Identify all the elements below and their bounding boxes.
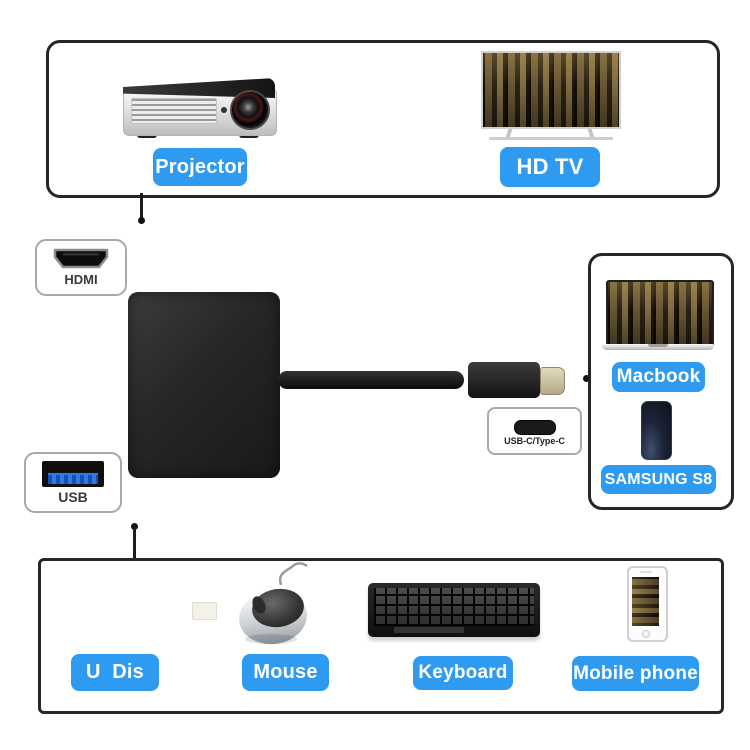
peripheral-devices-box: U Dis Mouse Keyboard Mobile phone [38,558,724,714]
samsung-s8-image [641,401,672,460]
usbc-port-label: USB-C/Type-C [504,435,565,446]
adapter-cable [278,371,464,389]
projector-grille [131,98,217,124]
phone-screen [632,577,659,626]
usb-port-label: USB [58,488,88,505]
mouse-image [239,562,308,645]
macbook-screen [606,280,714,346]
hdmi-port-icon [53,248,109,269]
samsung-s8-label: SAMSUNG S8 [601,465,716,494]
keyboard-image [368,583,540,637]
projector-indicator [221,107,227,113]
connector-line-bottom [133,527,136,558]
usb-c-plug-tip [540,367,565,395]
macbook-notch [648,344,668,347]
connector-dot-bottom [131,523,138,530]
macbook-base [602,344,714,350]
mobile-phone-image [627,566,668,642]
udisk-label: U Dis [71,654,159,691]
phone-home-button [642,630,650,638]
usb-c-hub-adapter-image [128,292,280,478]
macbook-image [602,280,714,350]
usb-port-box: USB [24,452,122,513]
hdtv-image [481,51,621,141]
hdmi-port-box: HDMI [35,239,127,296]
phone-speaker [640,571,652,573]
keyboard-spacebar [394,627,464,633]
projector-lens [230,90,270,130]
tv-stand [489,137,613,140]
usbc-port-icon [513,419,556,435]
usb-port-tongue [48,472,98,484]
connector-dot-right [583,375,590,382]
usb-c-plug-head [468,362,540,398]
hdmi-port-label: HDMI [64,272,98,287]
display-devices-box: Projector HD TV [46,40,720,198]
usb-port-icon [42,460,104,487]
white-adapter-piece [192,602,217,620]
mobile-phone-label: Mobile phone [572,656,699,691]
connector-dot-top [138,217,145,224]
projector-image [123,76,277,140]
mouse-label: Mouse [242,654,329,691]
tv-screen [481,51,621,129]
keyboard-keys [374,588,534,626]
macbook-label: Macbook [612,362,705,392]
connector-line-top [140,193,143,220]
usbc-port-box: USB-C/Type-C [487,407,582,455]
hdtv-label: HD TV [500,147,600,187]
projector-label: Projector [153,148,247,186]
keyboard-label: Keyboard [413,656,513,690]
